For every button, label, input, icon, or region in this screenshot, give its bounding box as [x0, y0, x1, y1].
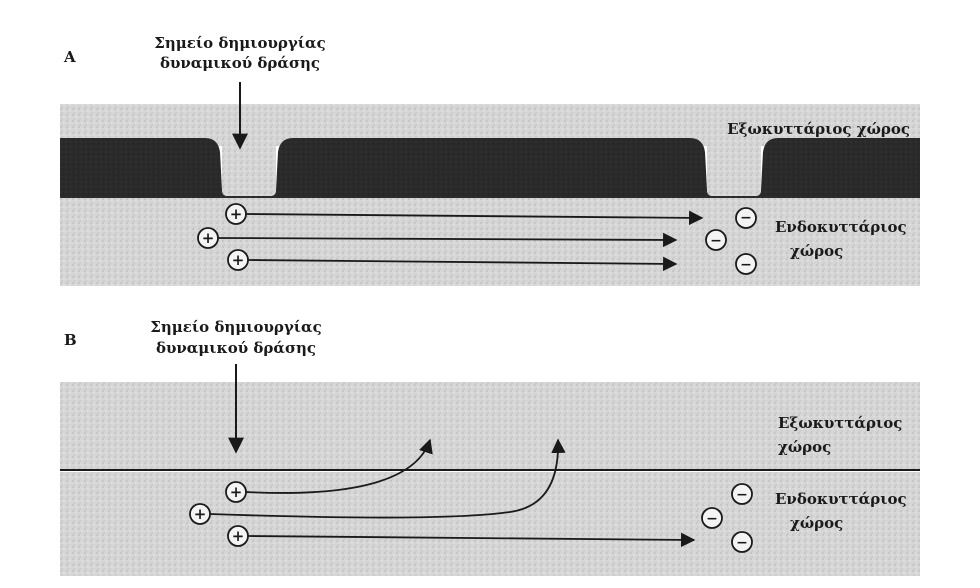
svg-text:+: + — [194, 505, 207, 523]
panel-b-intracellular-label-line2: χώρος — [790, 514, 843, 532]
panel-b-site-label-line2: δυναμικού δράσης — [156, 339, 316, 357]
svg-text:+: + — [232, 251, 245, 269]
panel-a: A Σημείο δημιουργίας δυναμικού δράσης Εξ… — [60, 34, 920, 286]
negative-charge: − — [731, 483, 753, 505]
panel-b-extracellular-label-line1: Εξωκυττάριος — [778, 414, 902, 432]
svg-text:−: − — [736, 487, 748, 503]
panel-b-extracellular-label-line2: χώρος — [778, 438, 831, 456]
panel-a-intracellular-label-line1: Ενδοκυττάριος — [775, 218, 907, 236]
negative-charge: − — [735, 253, 757, 275]
svg-text:+: + — [232, 527, 245, 545]
negative-charge: − — [705, 229, 727, 251]
node-of-ranvier-2 — [707, 140, 761, 196]
panel-a-intracellular-label-line2: χώρος — [790, 242, 843, 260]
panel-b-site-label-line1: Σημείο δημιουργίας — [150, 318, 321, 336]
panel-a-current-arrow — [245, 210, 704, 226]
negative-charge: − — [735, 207, 757, 229]
positive-charge: + — [225, 481, 247, 503]
panel-a-site-label-line2: δυναμικού δράσης — [160, 54, 320, 72]
positive-charge: + — [227, 525, 249, 547]
svg-text:−: − — [706, 511, 718, 527]
node-of-ranvier-1 — [222, 140, 276, 196]
panel-a-extracellular-label: Εξωκυττάριος χώρος — [727, 120, 910, 138]
negative-charge: − — [701, 507, 723, 529]
positive-charge: + — [197, 227, 219, 249]
svg-text:+: + — [202, 229, 215, 247]
svg-text:−: − — [740, 257, 752, 273]
svg-text:+: + — [230, 483, 243, 501]
panel-b-leak-current-arrow — [209, 438, 566, 519]
panel-b-intracellular-label-line1: Ενδοκυττάριος — [775, 490, 907, 508]
svg-text:−: − — [740, 210, 752, 226]
panel-b-letter: B — [64, 331, 77, 349]
svg-text:−: − — [710, 233, 722, 249]
positive-charge: + — [189, 503, 211, 525]
svg-text:+: + — [230, 205, 243, 223]
panel-b-leak-current-arrow — [245, 438, 433, 494]
panel-a-letter: A — [63, 48, 76, 66]
panel-b: B Σημείο δημιουργίας δυναμικού δράσης Εξ… — [60, 318, 920, 576]
positive-charge: + — [225, 203, 247, 225]
svg-text:−: − — [736, 535, 748, 551]
panel-a-current-arrow — [247, 256, 678, 272]
myelin-sheath — [60, 138, 920, 198]
panel-a-intracellular-space — [60, 196, 920, 286]
panel-a-current-arrow — [217, 232, 678, 248]
panel-a-site-label-line1: Σημείο δημιουργίας — [154, 34, 325, 52]
negative-charge: − — [731, 531, 753, 553]
positive-charge: + — [227, 249, 249, 271]
panel-b-current-arrow — [247, 532, 696, 548]
panel-b-extracellular-space — [60, 382, 920, 470]
